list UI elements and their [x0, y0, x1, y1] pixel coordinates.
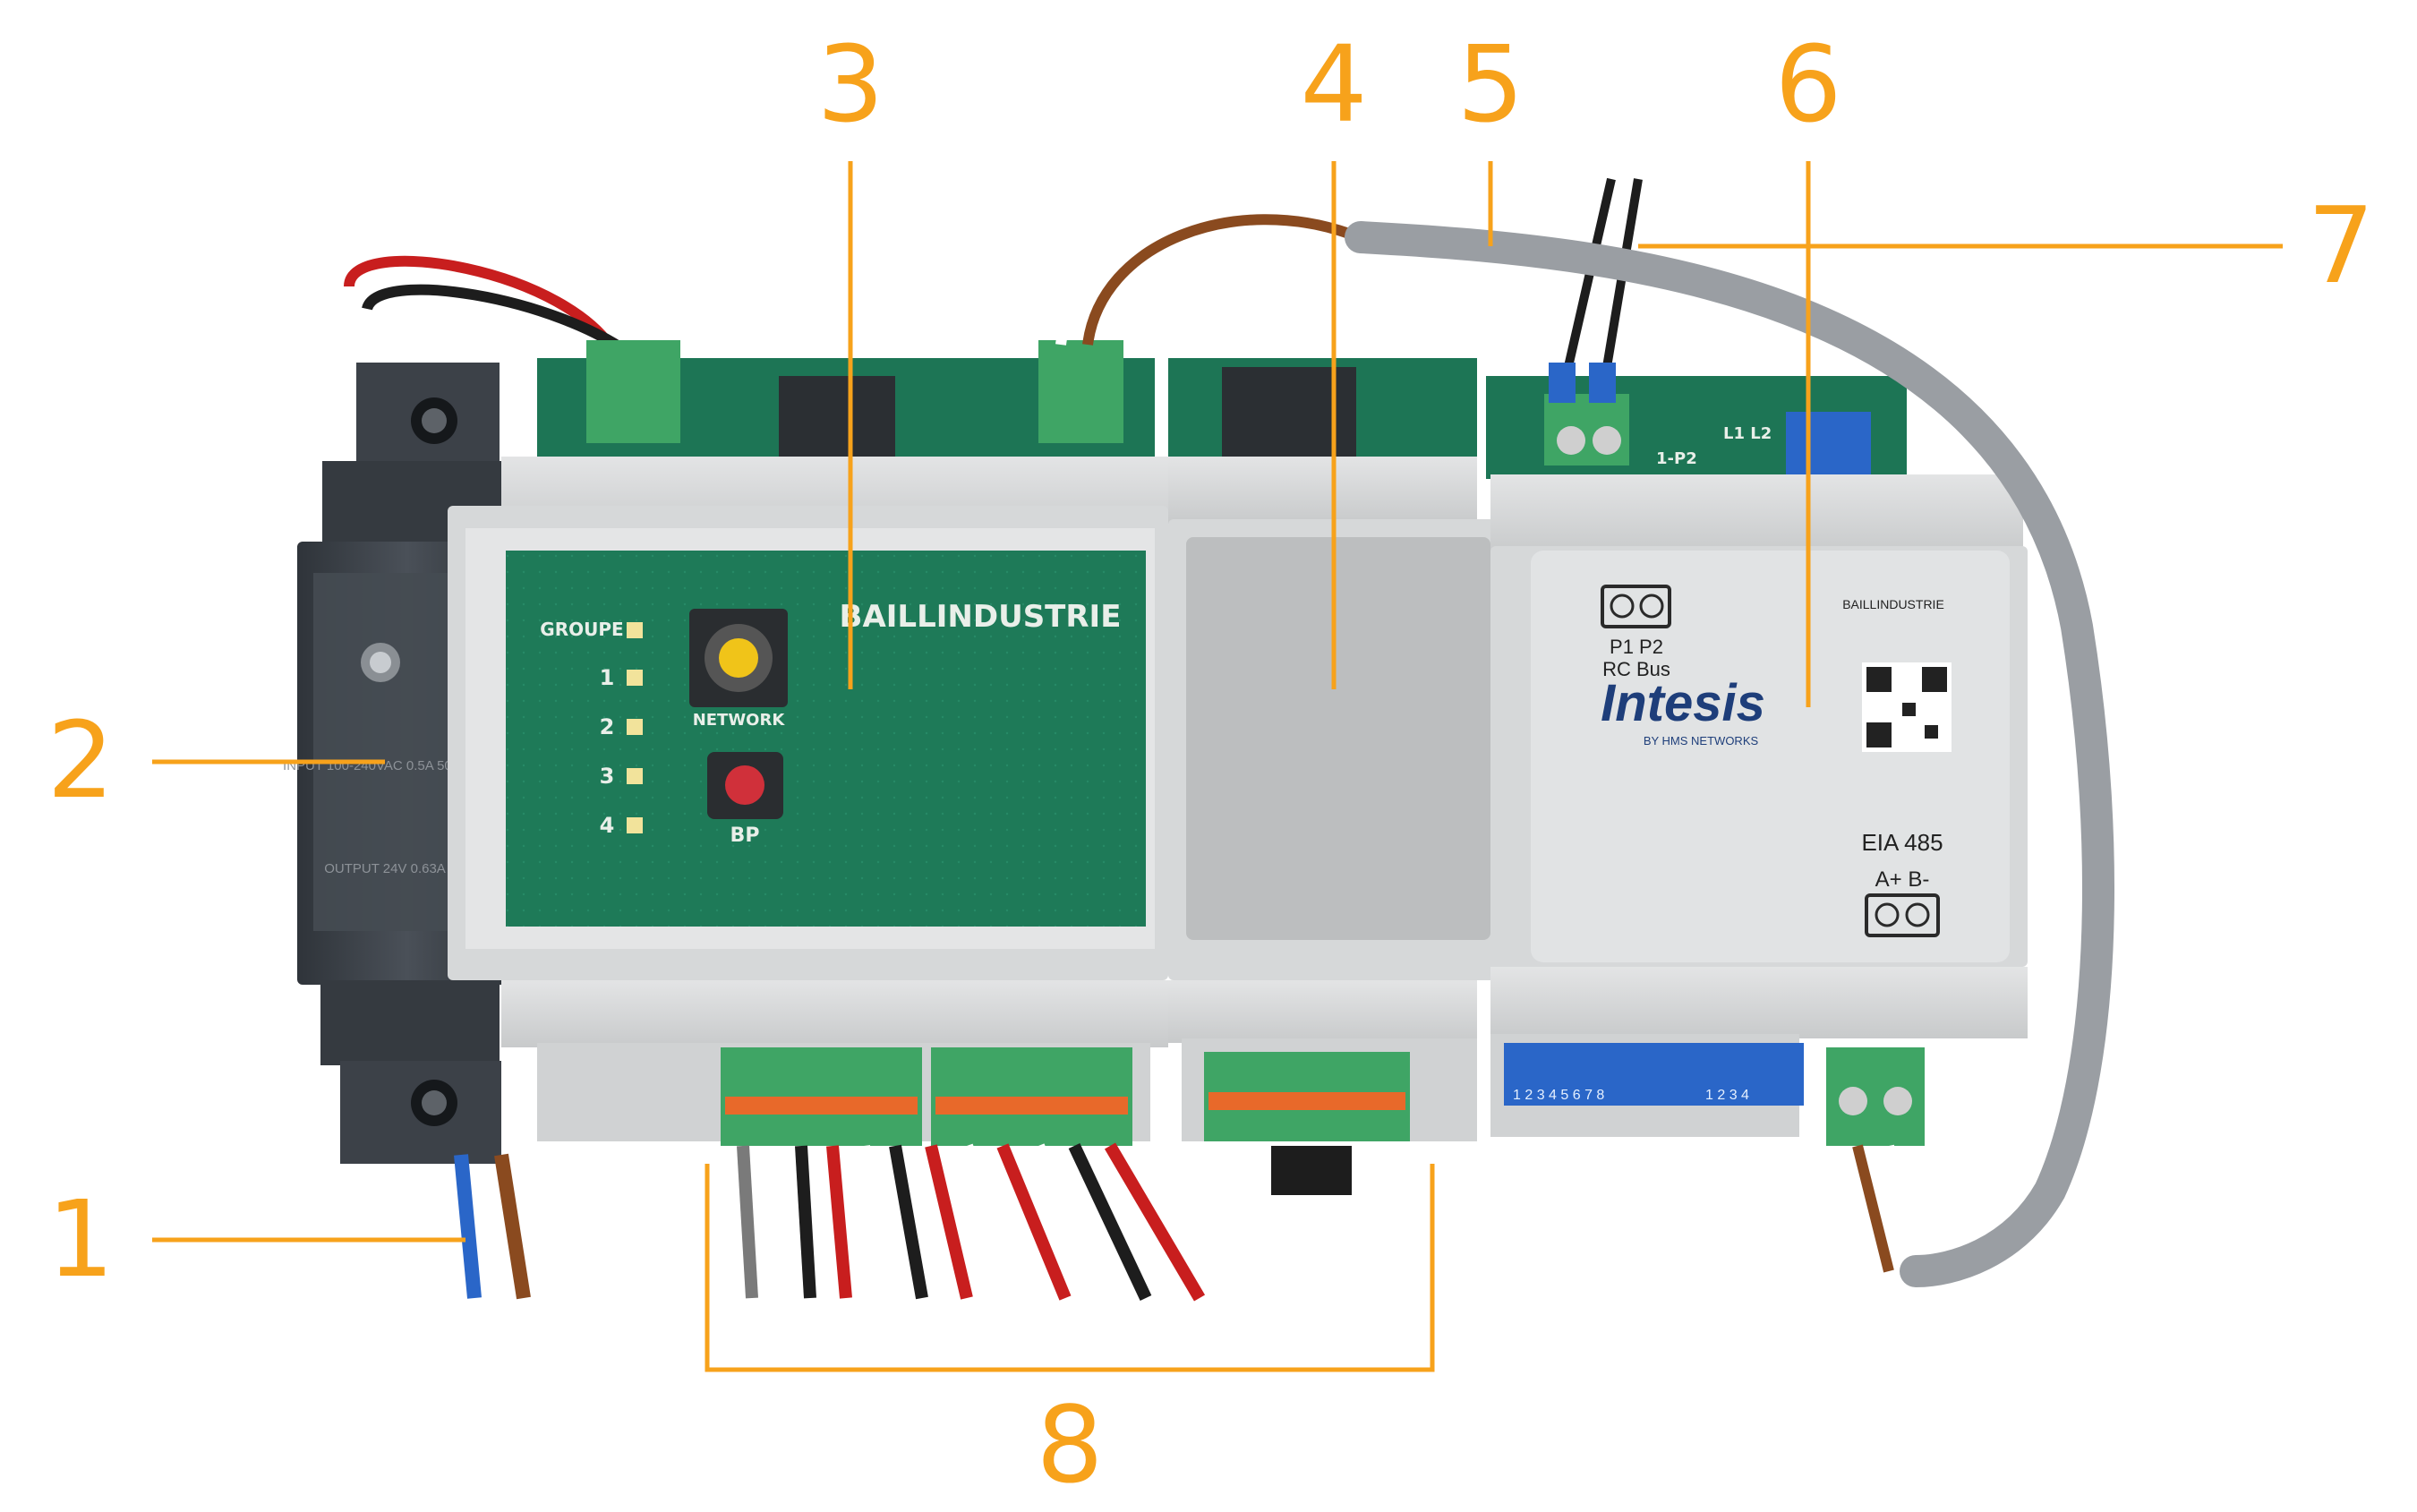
controller-module: BAILLINDUSTRIE GROUPE 1 2 3 4 NETWORK BP — [448, 340, 1206, 1302]
led-1 — [627, 670, 643, 686]
led-label-3: 3 — [600, 764, 615, 789]
callout-3: 3 — [816, 22, 884, 146]
middle-module-cover — [1186, 537, 1490, 940]
callout-7: 7 — [2307, 184, 2374, 307]
network-label: NETWORK — [693, 711, 786, 730]
grey-cable — [1345, 221, 2114, 1287]
led-2 — [627, 719, 643, 735]
port-label: P1 P2 — [1610, 636, 1663, 658]
black-wire — [362, 284, 639, 363]
callout-8: 8 — [1036, 1383, 1103, 1507]
controller-pcb — [506, 551, 1146, 927]
led-label-1: 1 — [600, 665, 615, 690]
led-label-2: 2 — [600, 714, 615, 739]
led-group — [627, 622, 643, 638]
led-3 — [627, 768, 643, 784]
group-label: GROUPE — [540, 619, 623, 640]
eia-label: EIA 485 — [1861, 829, 1943, 856]
dip-right-numbers: 1 2 3 4 — [1705, 1088, 1749, 1103]
dip-switch-right[interactable] — [1696, 1043, 1804, 1106]
psu-output-text: OUTPUT 24V 0.63A — [324, 861, 446, 876]
controller-brand: BAILLINDUSTRIE — [840, 599, 1122, 635]
brown-wire — [494, 1153, 531, 1300]
intesis-logo: Intesis — [1601, 674, 1765, 732]
led-label-4: 4 — [600, 813, 615, 838]
power-supply: INPUT 100-240VAC 0.5A 50/60Hz OUTPUT 24V… — [283, 255, 639, 1300]
dip-left-numbers: 1 2 3 4 5 6 7 8 — [1513, 1088, 1604, 1103]
callout-6: 6 — [1774, 22, 1841, 146]
pcb-label: 1-P2 — [1656, 449, 1697, 468]
red-wire — [344, 255, 623, 361]
callout-lines — [152, 161, 2283, 1372]
gateway-brand: BAILLINDUSTRIE — [1842, 597, 1944, 611]
callout-5: 5 — [1456, 22, 1524, 146]
terminal-label: A+ B- — [1875, 867, 1930, 892]
intesis-gateway: 1-P2 L1 L2 1 2 3 4 5 6 7 8 1 2 3 4 P1 P2… — [1486, 177, 2028, 1273]
led-4 — [627, 817, 643, 833]
middle-module — [1055, 208, 1508, 1195]
gateway-face — [1531, 551, 2010, 962]
callout-2: 2 — [47, 698, 114, 822]
intesis-sub: BY HMS NETWORKS — [1644, 734, 1759, 747]
bp-label: BP — [730, 824, 760, 847]
bus-label: RC Bus — [1602, 658, 1670, 680]
callout-1: 1 — [47, 1177, 114, 1301]
pcb-leds: L1 L2 — [1723, 424, 1772, 443]
blue-wire — [454, 1154, 482, 1299]
callout-4: 4 — [1300, 22, 1367, 146]
